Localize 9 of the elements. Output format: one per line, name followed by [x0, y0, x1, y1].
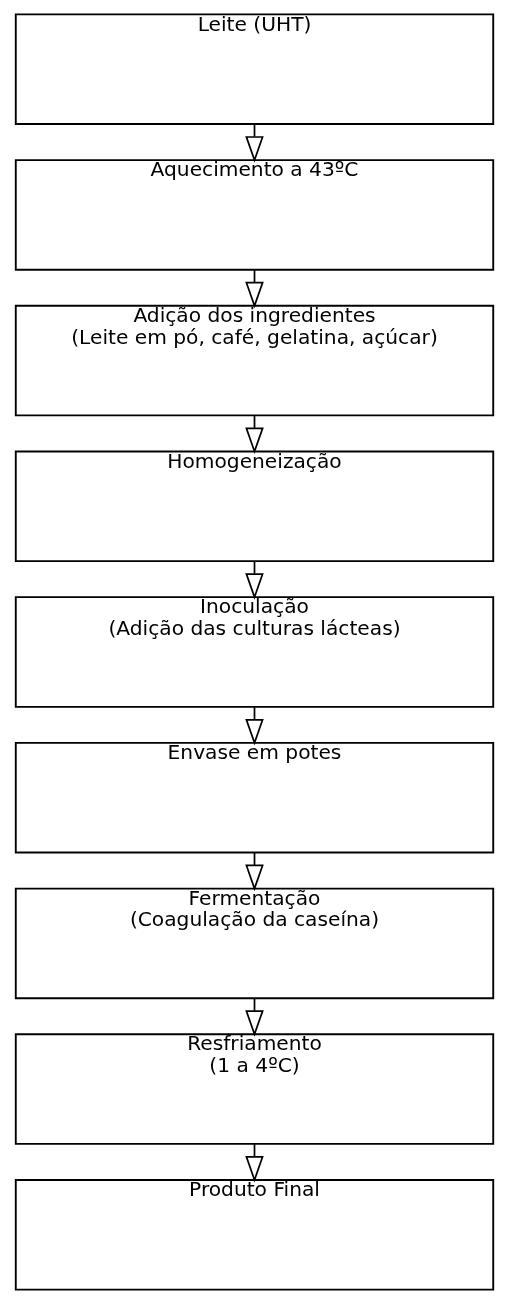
node-box: Leite (UHT): [14, 13, 495, 125]
node-box: Produto Final: [14, 1179, 495, 1291]
node-box: Fermentação (Coagulação da caseína): [14, 887, 495, 1000]
node-box: Inoculação (Adição das culturas lácteas): [14, 596, 495, 708]
node-box: Resfriamento (1 a 4ºC): [14, 1033, 495, 1145]
node-box: Homogeneização: [14, 450, 495, 563]
node-box: Aquecimento a 43ºC: [14, 159, 495, 271]
node-box: Envase em potes: [14, 741, 495, 854]
node-box: Adição dos ingredientes (Leite em pó, café, gelatina, açúcar): [14, 304, 495, 417]
